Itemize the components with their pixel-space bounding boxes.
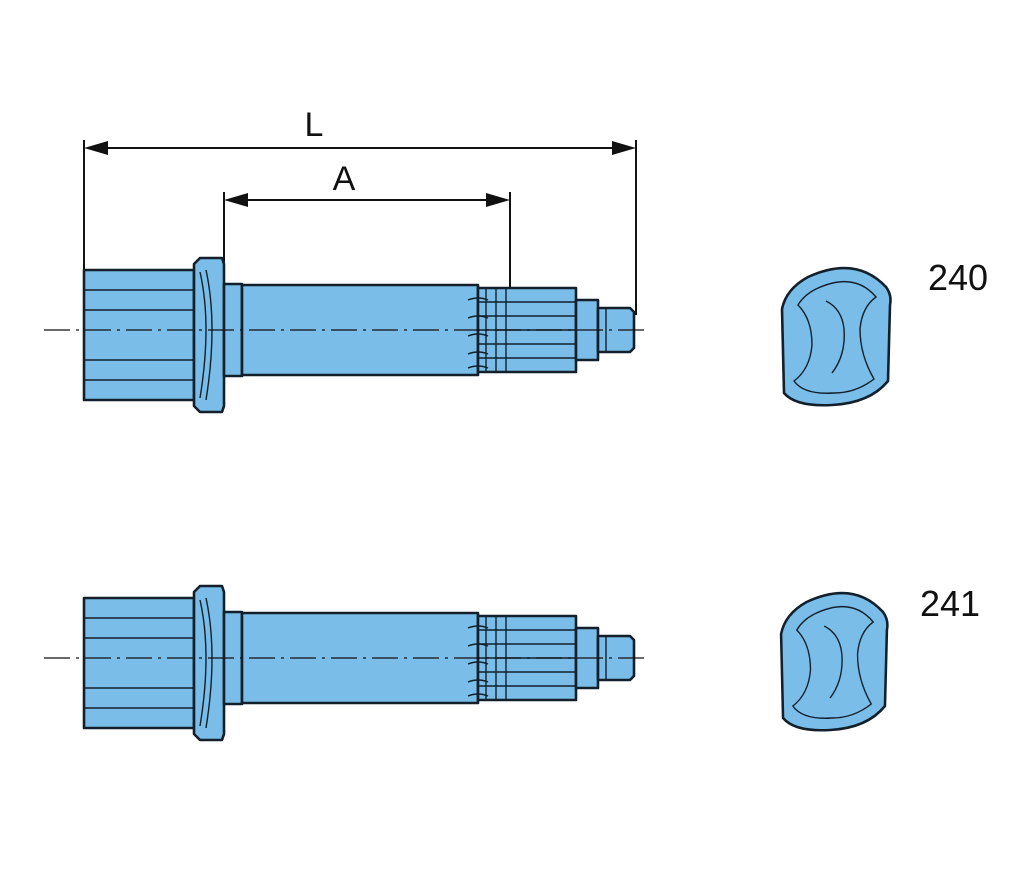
dimension-l: [83, 140, 637, 315]
cam-head-240-end-view: [780, 266, 892, 407]
shaft-240-side-view: [44, 256, 650, 414]
dimension-a-label: A: [333, 160, 356, 198]
dimension-l-label: L: [305, 106, 324, 144]
part-number-240: 240: [928, 257, 988, 298]
shaft-241-side-view: [44, 584, 650, 742]
part-number-241: 241: [920, 583, 980, 624]
dimension-a: [223, 192, 511, 292]
cam-head-241-end-view: [779, 591, 889, 732]
